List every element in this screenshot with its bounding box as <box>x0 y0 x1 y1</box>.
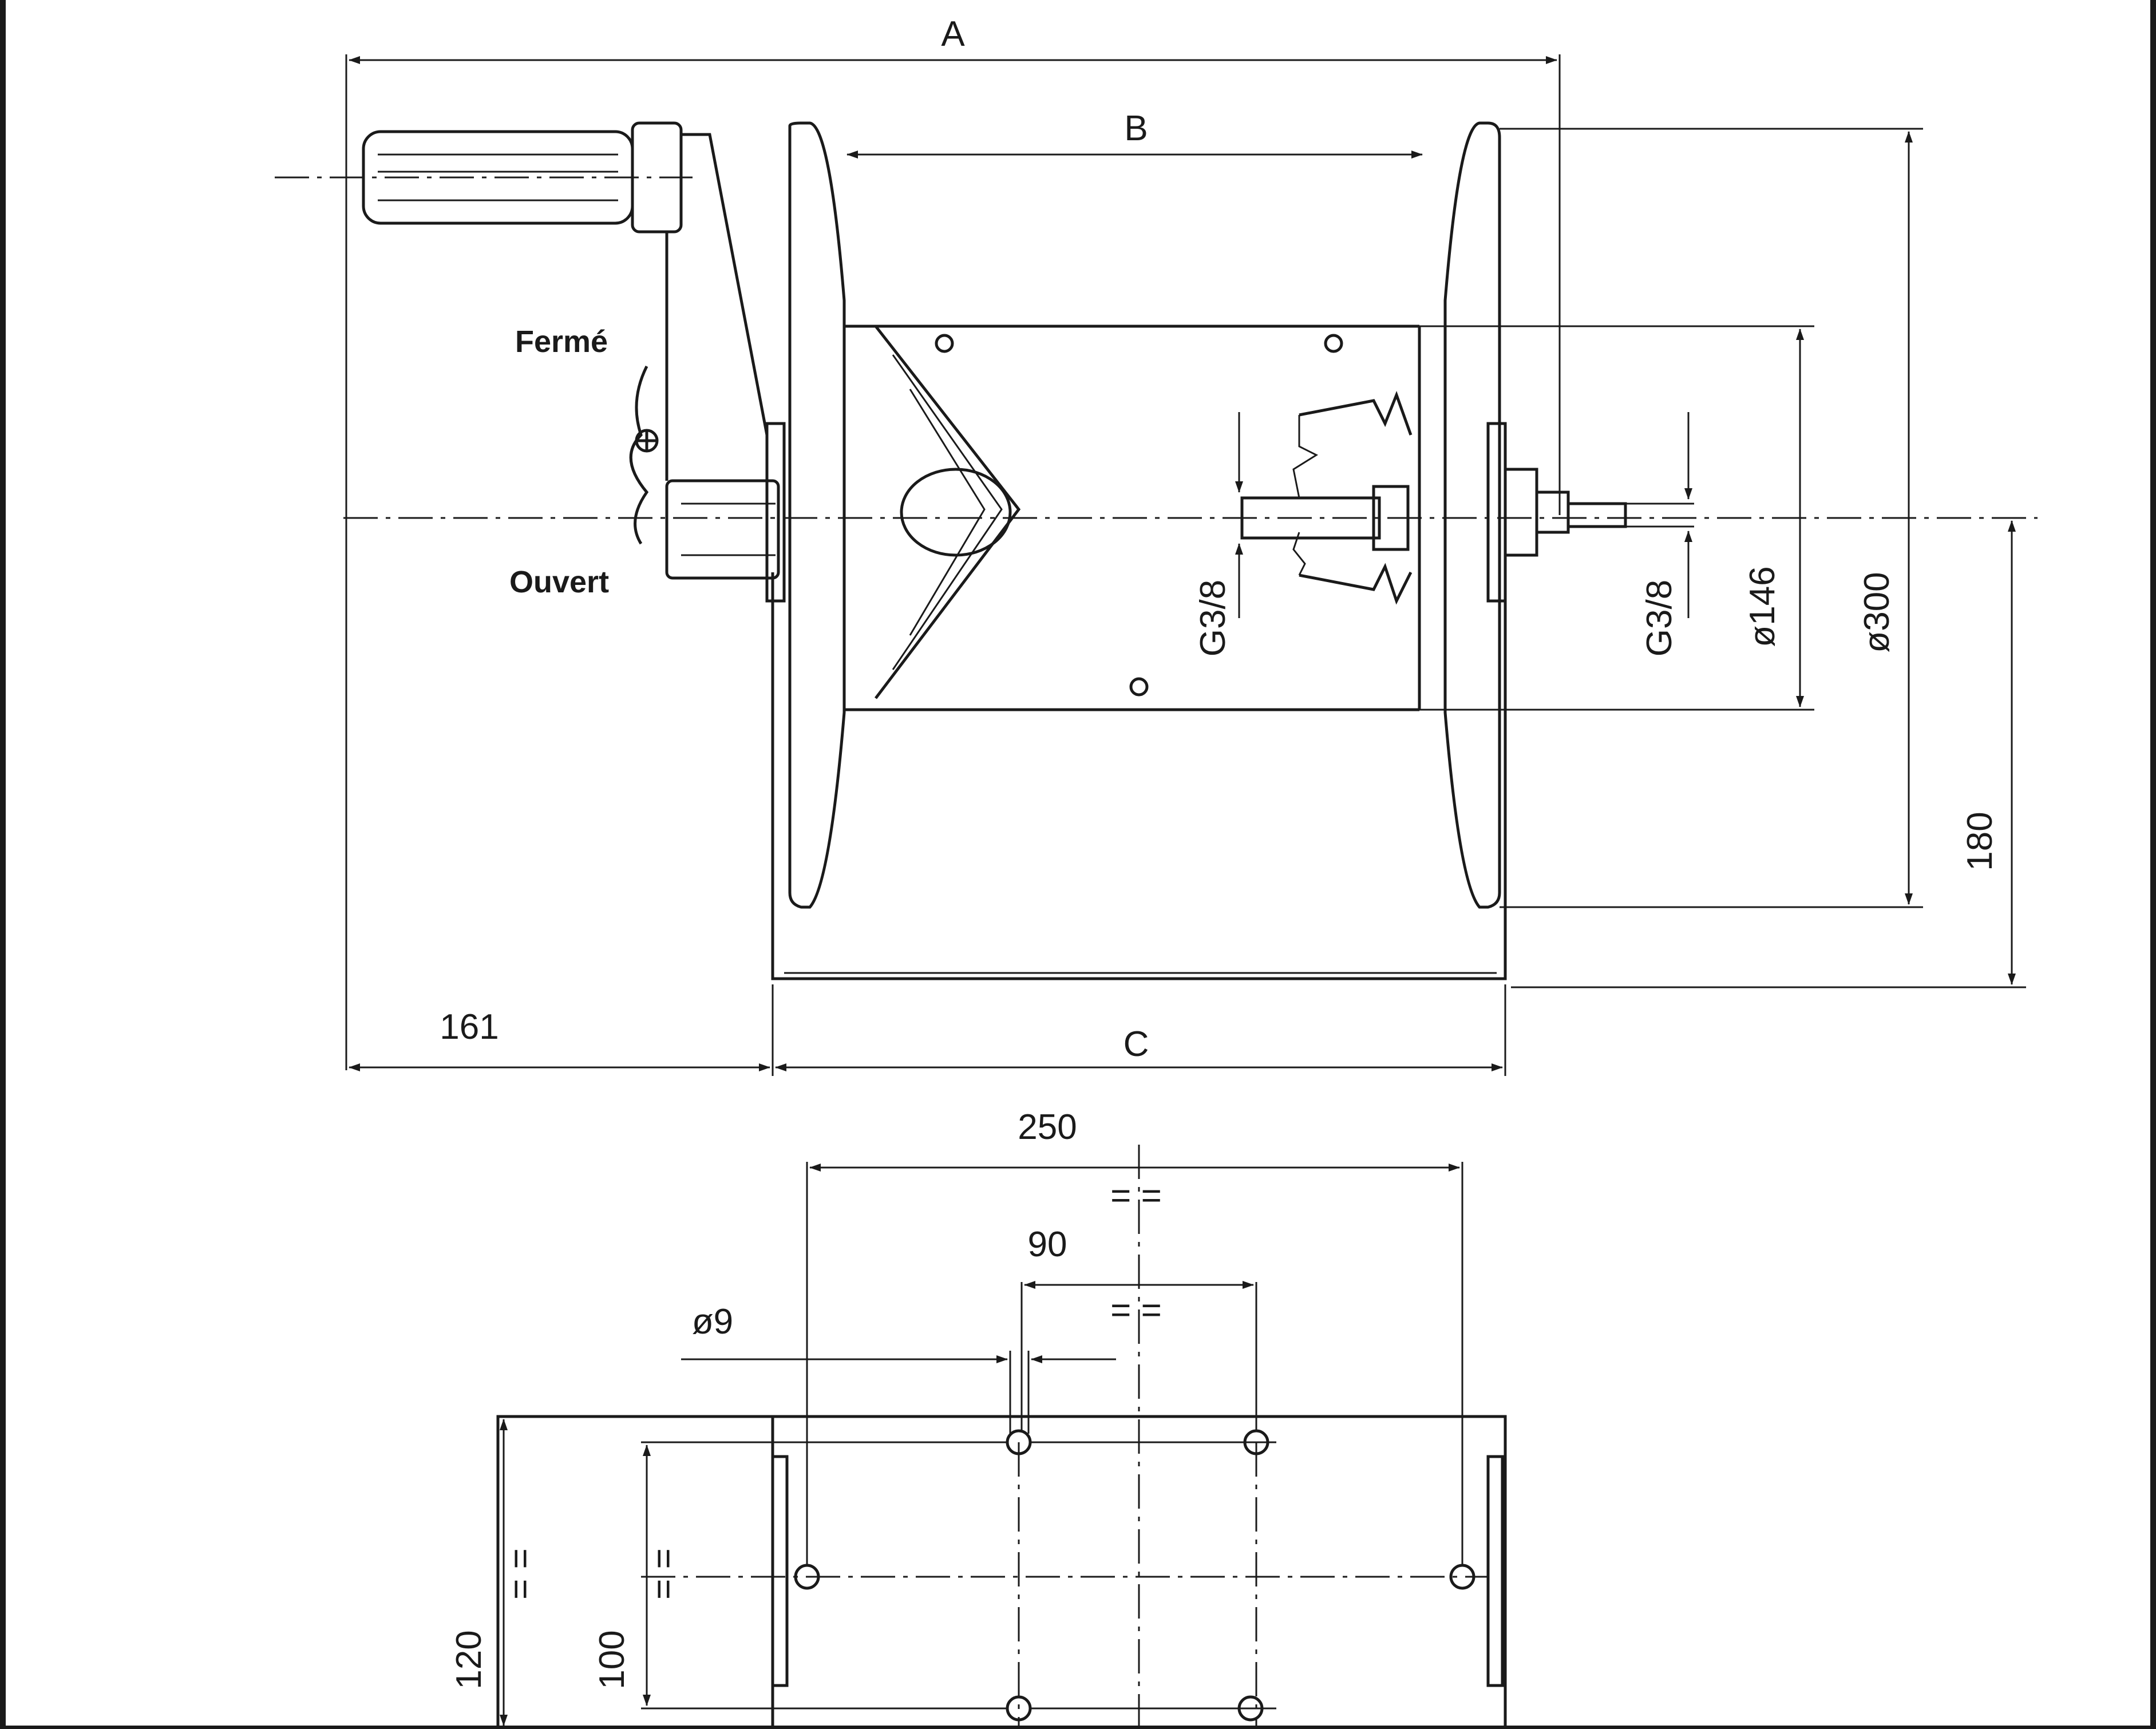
dim-dia-300: ø300 <box>1857 572 1897 652</box>
left-flange <box>788 121 846 909</box>
equal-mark-90: = = <box>1110 1291 1162 1330</box>
dim-dia-9: ø9 <box>692 1302 733 1342</box>
slot-left <box>771 1455 789 1687</box>
slot-right <box>1486 1455 1504 1687</box>
mounting-bracket <box>771 572 1507 980</box>
base-plate-view <box>496 1145 1507 1729</box>
top-dimensions: A B 161 C ø300 ø146 180 G3/8 <box>345 14 2026 1076</box>
reel-side-view: Fermé Ouvert <box>275 121 2038 980</box>
crank-handle <box>275 121 693 234</box>
drum <box>844 325 1419 711</box>
section-break <box>1240 390 1413 605</box>
dim-g38-right: G3/8 <box>1640 580 1679 656</box>
dim-90: 90 <box>1028 1225 1067 1264</box>
label-ferme: Fermé <box>515 325 608 359</box>
dim-a: A <box>941 14 965 54</box>
right-hub <box>1486 422 1627 603</box>
label-ouvert: Ouvert <box>509 565 609 599</box>
equal-mark-250: = = <box>1110 1176 1162 1216</box>
equal-mark-120: = = <box>501 1548 540 1600</box>
equal-mark-100: = = <box>644 1548 683 1600</box>
dim-dia-146: ø146 <box>1743 566 1782 647</box>
dim-120: 120 <box>449 1630 489 1689</box>
base-plate-outline <box>496 1415 1507 1729</box>
dim-180: 180 <box>1960 812 2000 871</box>
dim-c: C <box>1124 1024 1149 1064</box>
dim-b: B <box>1124 109 1148 148</box>
left-hub <box>665 422 786 603</box>
base-dimensions: 250 = = 90 = = ø9 120 = = 100 = = <box>449 1107 1463 1726</box>
dim-100: 100 <box>592 1630 632 1689</box>
dim-161: 161 <box>440 1007 499 1047</box>
dim-250: 250 <box>1018 1107 1077 1147</box>
dim-g38-left: G3/8 <box>1193 580 1233 656</box>
